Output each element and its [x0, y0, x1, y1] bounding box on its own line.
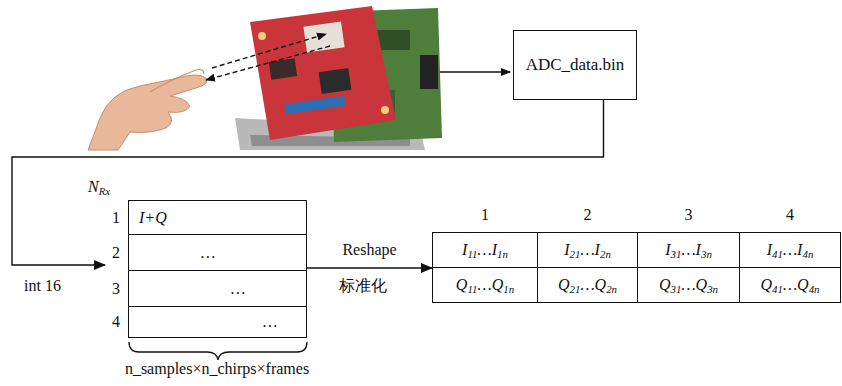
cell-text: Q11…Q1n	[456, 276, 514, 294]
subscript: 31	[671, 248, 682, 260]
rx-stack: NRxn_samples×n_chirps×frames1I+Q2…3…4…	[105, 178, 307, 378]
table-cell: Q31…Q3n	[637, 267, 740, 303]
row-content: I+Q	[139, 209, 167, 227]
row-number: 1	[110, 209, 122, 227]
row-number: 4	[110, 313, 122, 331]
subscript: 2n	[606, 283, 617, 295]
subscript: 11	[467, 283, 477, 295]
subscript: 41	[772, 248, 783, 260]
subscript: 41	[772, 283, 783, 295]
rx-row: 4…	[128, 306, 307, 338]
subscript: Rx	[99, 185, 110, 197]
table-column: 2I21…I2nQ21…Q2n	[537, 204, 638, 304]
red-board	[250, 6, 396, 140]
rx-row: 3…	[128, 270, 307, 307]
operation-label: 标准化	[339, 276, 387, 297]
table-cell: I11…I1n	[432, 232, 538, 268]
rx-row: 1I+Q	[128, 200, 307, 235]
subscript: 4n	[809, 283, 820, 295]
flow-arrow	[440, 71, 510, 72]
brace	[129, 342, 307, 360]
cell-text: I41…I4n	[767, 241, 814, 259]
table-cell: Q41…Q4n	[739, 267, 841, 303]
cell-text: I31…I3n	[665, 241, 712, 259]
cell-text: Q41…Q4n	[760, 276, 819, 294]
subscript: 1n	[497, 248, 508, 260]
row-number: 2	[110, 244, 122, 262]
rx-row: 2…	[128, 234, 307, 271]
edge-label: Reshape	[340, 241, 398, 259]
flow-connector	[307, 267, 432, 268]
hand	[88, 75, 207, 150]
cell-text: I21…I2n	[564, 241, 611, 259]
table-cell: Q11…Q1n	[432, 267, 538, 303]
subscript: 21	[570, 248, 581, 260]
column-number: 4	[739, 206, 841, 224]
cell-text: Q21…Q2n	[558, 276, 617, 294]
table-cell: Q21…Q2n	[537, 267, 638, 303]
row-content: …	[201, 244, 215, 262]
chip	[319, 68, 352, 94]
row-content: …	[231, 280, 245, 298]
finger-line	[150, 70, 204, 93]
table-column: 3I31…I3nQ31…Q3n	[637, 204, 740, 304]
table-cell: I31…I3n	[637, 232, 740, 268]
connector	[420, 55, 438, 89]
tx-wave	[212, 34, 326, 68]
file-name: ADC_data.bin	[526, 55, 625, 75]
column-number: 3	[637, 206, 740, 224]
column-number: 1	[432, 206, 538, 224]
subscript: 1n	[503, 283, 514, 295]
header	[285, 96, 346, 114]
table-cell: I41…I4n	[739, 232, 841, 268]
hole	[381, 106, 389, 114]
cell-text: Q31…Q3n	[659, 276, 718, 294]
table-column: 1I11…I1nQ11…Q1n	[432, 204, 538, 304]
subscript: 3n	[707, 283, 718, 295]
column-number: 2	[537, 206, 638, 224]
subscript: 4n	[802, 248, 813, 260]
cell-text: I11…I1n	[462, 241, 508, 259]
data-type-label: int 16	[24, 277, 61, 295]
rx-count-label: NRx	[88, 178, 110, 196]
row-content: …	[263, 313, 277, 331]
antenna-area	[303, 21, 344, 52]
table-cell: I21…I2n	[537, 232, 638, 268]
subscript: 31	[671, 283, 682, 295]
subscript: 3n	[701, 248, 712, 260]
hole	[258, 32, 266, 40]
file-box: ADC_data.bin	[513, 30, 637, 100]
dimension-label: n_samples×n_chirps×frames	[105, 360, 329, 378]
rx-wave	[206, 46, 330, 80]
subscript: 2n	[600, 248, 611, 260]
table-column: 4I41…I4nQ41…Q4n	[739, 204, 841, 304]
subscript: 21	[570, 283, 581, 295]
row-number: 3	[110, 280, 122, 298]
subscript: 11	[467, 248, 477, 260]
